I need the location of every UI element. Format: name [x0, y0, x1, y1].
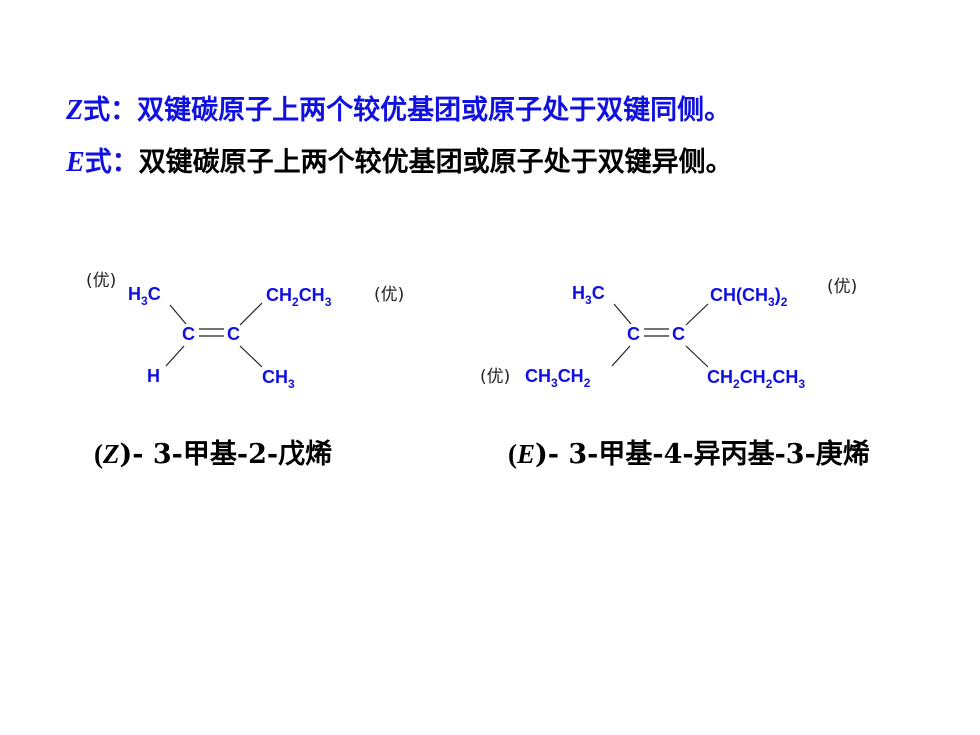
e-bond-bottom-right	[685, 345, 709, 368]
e-definition: E式：双键碳原子上两个较优基团或原子处于双键异侧。	[66, 140, 733, 179]
z-carbon-left: C	[182, 324, 195, 344]
e-name-config: E	[517, 439, 536, 469]
z-bond-top-left	[169, 304, 187, 325]
e-isomer-structure: H3C CH(CH3)2 (优) C C (优) CH3CH2 CH2CH2CH…	[480, 277, 857, 391]
z-letter: Z	[66, 95, 84, 126]
e-name-prefix: (	[508, 439, 517, 469]
e-bond-bottom-left	[611, 345, 631, 367]
e-letter: E	[66, 147, 85, 178]
e-carbon-right: C	[672, 324, 685, 344]
e-carbon-left: C	[627, 324, 640, 344]
z-name-prefix: (	[94, 439, 103, 469]
z-group-bottom-left: H	[147, 366, 160, 386]
z-bond-bottom-right	[239, 345, 263, 368]
z-isomer-structure: (优) H3C CH2CH3 (优) C C H CH3	[86, 271, 404, 391]
e-group-bottom-left: CH3CH2	[525, 366, 591, 390]
z-bond-top-right	[239, 302, 263, 326]
z-name-config: Z	[103, 439, 120, 469]
e-pref-top-right: (优)	[827, 277, 857, 297]
z-group-top-left: H3C	[128, 284, 161, 308]
e-group-top-right: CH(CH3)2	[710, 285, 788, 309]
e-bond-top-right	[685, 303, 709, 326]
e-label: 式：	[84, 147, 139, 178]
z-text: 双键碳原子上两个较优基团或原子处于双键同侧。	[137, 95, 732, 126]
e-text: 双键碳原子上两个较优基团或原子处于双键异侧。	[138, 147, 733, 178]
z-pref-top-right: (优)	[374, 285, 404, 305]
e-compound-name: (E)- 3-甲基-4-异丙基-3-庚烯	[508, 432, 870, 471]
z-carbon-right: C	[227, 324, 240, 344]
z-bond-bottom-left	[165, 345, 185, 367]
e-pref-bottom-left: (优)	[480, 367, 510, 387]
e-group-top-left: H3C	[572, 283, 605, 307]
z-compound-name: (Z)- 3-甲基-2-戊烯	[94, 432, 332, 471]
z-pref-top-left: (优)	[86, 271, 116, 291]
e-group-bottom-right: CH2CH2CH3	[707, 367, 805, 391]
z-definition: Z式：双键碳原子上两个较优基团或原子处于双键同侧。	[66, 88, 731, 127]
e-name-suffix: )- 3-甲基-4-异丙基-3-庚烯	[535, 439, 870, 470]
z-group-top-right: CH2CH3	[266, 285, 332, 309]
z-group-bottom-right: CH3	[262, 367, 295, 391]
e-bond-top-left	[613, 303, 632, 325]
z-name-suffix: )- 3-甲基-2-戊烯	[119, 439, 333, 470]
z-label: 式：	[83, 95, 138, 126]
